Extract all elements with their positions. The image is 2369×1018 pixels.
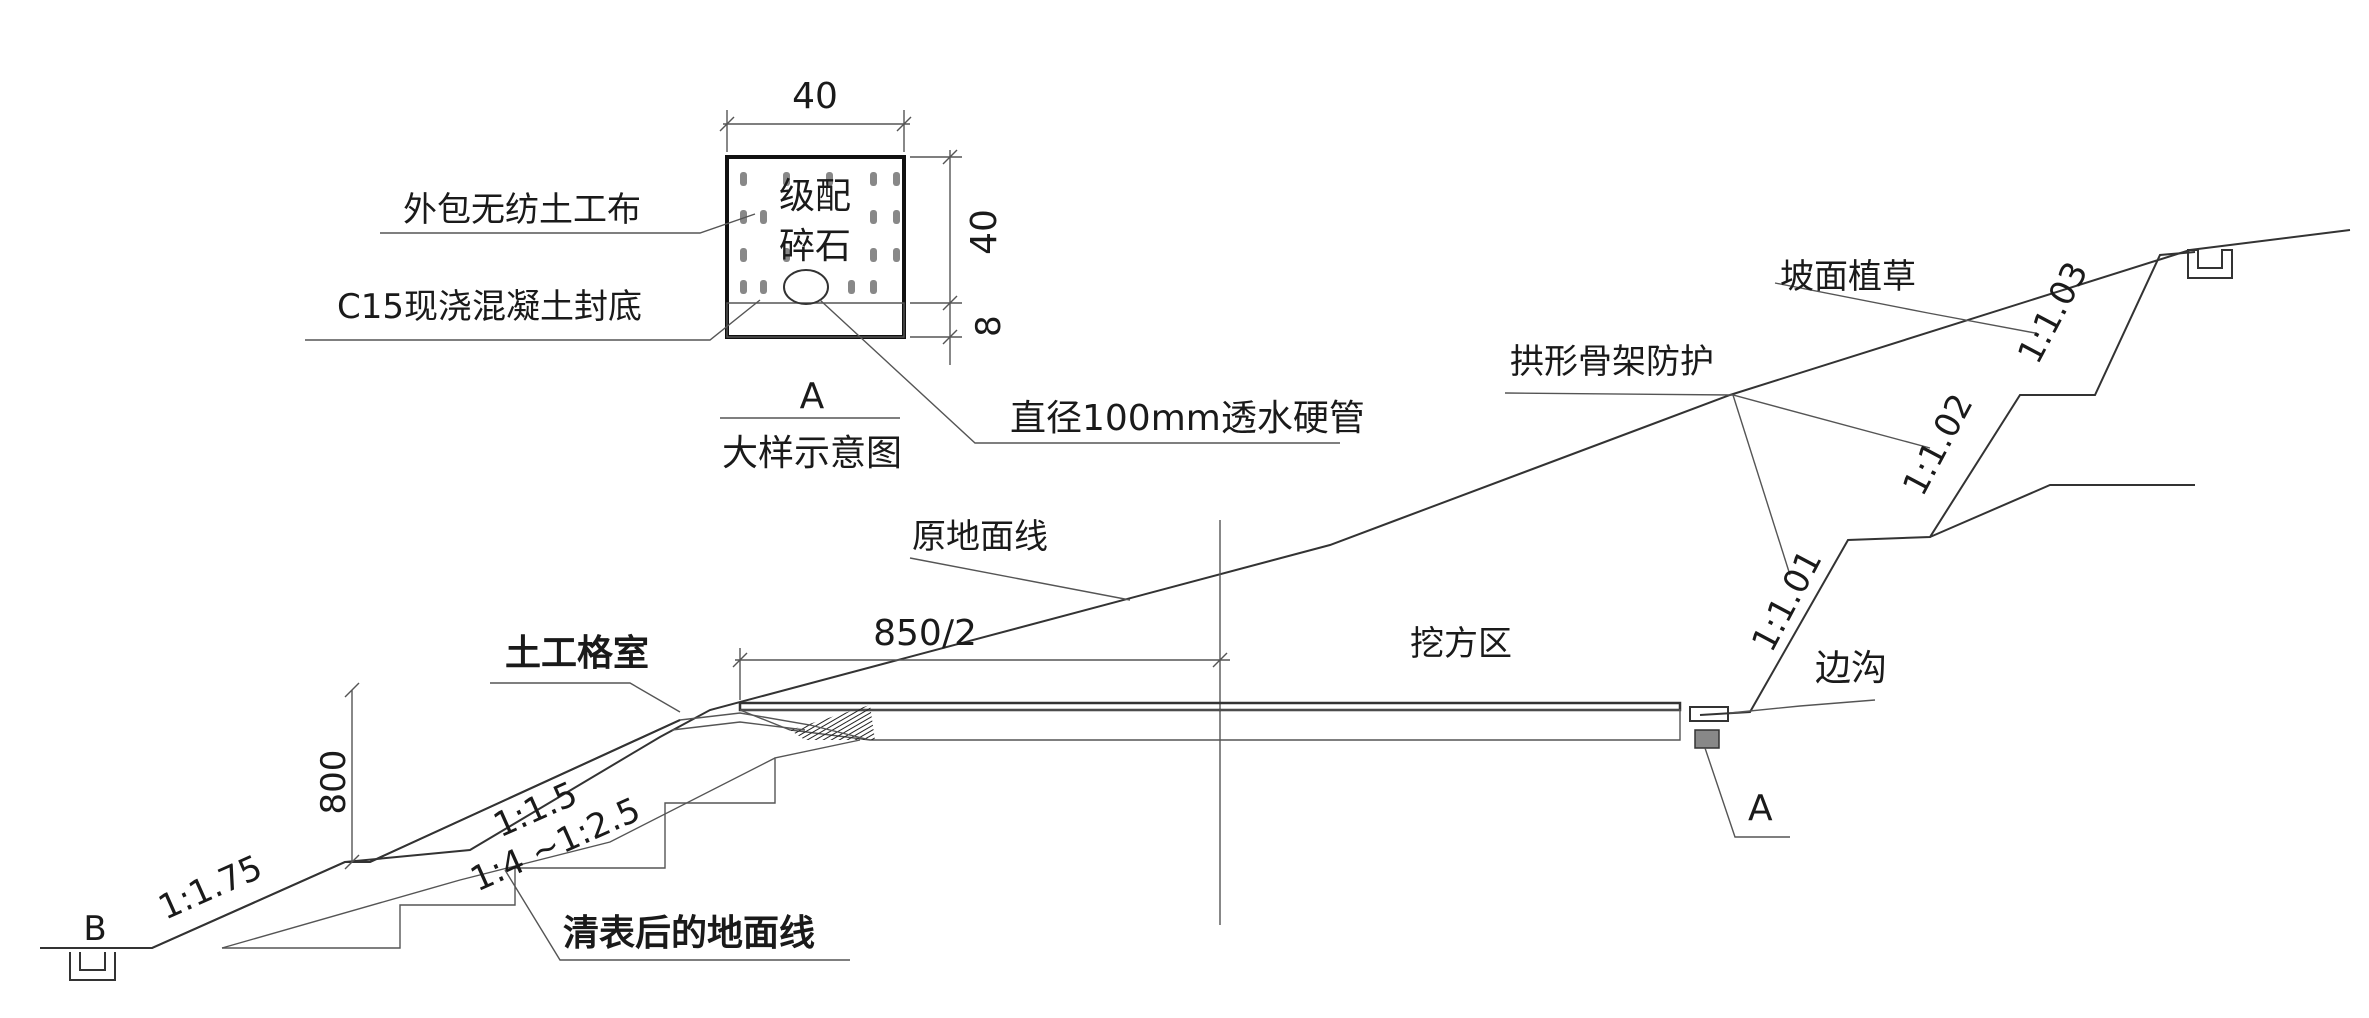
concrete-seal-base [726, 302, 905, 338]
slope-grass-leader [1774, 282, 2036, 334]
section-a-leader [1704, 747, 1790, 838]
section-a-label: A [1748, 788, 1773, 829]
slope-1-1-5 [369, 719, 681, 863]
tick [942, 295, 958, 311]
original-ground-line [151, 229, 2351, 949]
drain-detail: 40 40 8 级配 碎石 外包无纺土工布 C15现浇混凝土封底 直径100mm… [305, 76, 1365, 474]
geocell-label: 土工格室 [505, 633, 649, 674]
geocell-leader [490, 682, 681, 713]
upper-berm-ground [1929, 484, 2195, 538]
pipe-label: 直径100mm透水硬管 [1010, 398, 1365, 439]
geotextile-leader [380, 213, 756, 234]
dim-base-label: 8 [969, 315, 1009, 337]
tick [344, 854, 360, 870]
dim-height-label: 40 [964, 209, 1005, 255]
tick [896, 116, 912, 132]
tick [1212, 652, 1228, 668]
graded-gravel-label-1: 级配 [779, 176, 851, 217]
arch-frame-leader [1504, 392, 1931, 449]
tick [732, 652, 748, 668]
tick [719, 116, 735, 132]
top-ditch [2187, 249, 2233, 279]
geocell-lines [671, 721, 806, 731]
original-ground-leader [909, 557, 1131, 601]
cleared-ground-label: 清表后的地面线 [563, 913, 815, 954]
dim-width-label: 40 [792, 76, 838, 117]
arch-frame-label: 拱形骨架防护 [1510, 342, 1714, 382]
side-drain [1694, 729, 1720, 749]
tick [942, 329, 958, 345]
geotextile-label: 外包无纺土工布 [403, 190, 641, 230]
concrete-leader [305, 299, 761, 341]
ratio-102-label: 1:1.02 [1895, 387, 1981, 502]
cut-zone-label: 挖方区 [1410, 624, 1512, 664]
original-ground-label: 原地面线 [912, 517, 1048, 557]
arch-frame-leader-2 [1732, 394, 1791, 576]
side-ditch [1689, 706, 1729, 722]
graded-gravel-label-2: 碎石 [779, 226, 851, 267]
embankment-top-edge [679, 712, 871, 741]
pavement-surface [738, 701, 1682, 712]
cleared-ground-leader [504, 869, 850, 961]
gravel-dots [740, 172, 900, 294]
point-b-label: B [83, 909, 106, 949]
cleared-ground-line [221, 757, 776, 949]
detail-mark: A [800, 376, 825, 417]
concrete-seal-label: C15现浇混凝土封底 [337, 287, 642, 327]
cut-slope [1699, 251, 2196, 716]
pipe-leader [819, 299, 1340, 444]
side-ditch-label: 边沟 [1815, 648, 1887, 689]
cross-section: 坡面植草 拱形骨架防护 1:1.03 1:1.02 1:1.01 边沟 A 原地… [40, 229, 2351, 981]
half-width-label: 850/2 [873, 613, 977, 654]
tick [344, 682, 360, 698]
cleared-ground-steps [222, 739, 861, 949]
ratio-175-label: 1:1.75 [153, 848, 269, 929]
pipe-circle [783, 269, 829, 305]
detail-title: 大样示意图 [722, 433, 902, 474]
fill-embankment-hatch [790, 705, 875, 740]
tick [942, 149, 958, 165]
left-ditch [69, 952, 116, 981]
pavement-structure [739, 709, 1681, 741]
ratio-103-label: 1:1.03 [2010, 255, 2096, 370]
ratio-101-label: 1:1.01 [1744, 543, 1830, 658]
slope-grass-label: 坡面植草 [1780, 257, 1916, 297]
side-ditch-leader [1729, 699, 1876, 714]
height-800-label: 800 [314, 750, 354, 815]
